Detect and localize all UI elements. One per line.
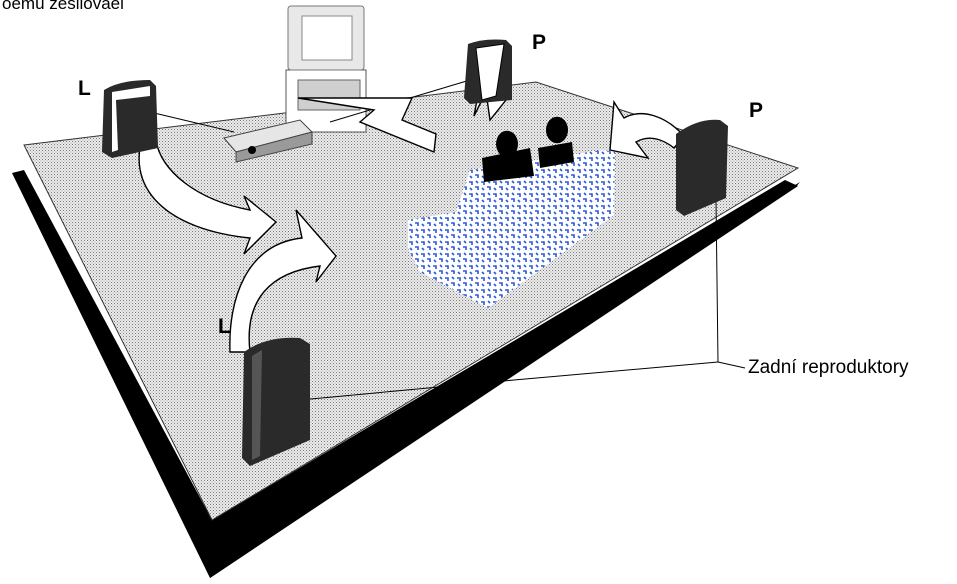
tv-set — [285, 5, 367, 133]
sofa — [408, 150, 615, 308]
top-caption: oemu zesilovaèi — [2, 0, 124, 13]
arrow-rear-left — [229, 209, 337, 353]
speaker-label-rear-right: P — [749, 99, 764, 122]
speaker-rear-right — [676, 119, 728, 216]
amplifier — [223, 119, 313, 163]
speaker-rear-left — [242, 337, 310, 466]
speakers — [102, 39, 728, 466]
speaker-label-rear-left: L — [218, 315, 231, 338]
speaker-label-front-right: P — [532, 31, 547, 54]
speaker-front-right — [464, 39, 512, 104]
viewers — [482, 116, 574, 182]
viewer-left — [482, 130, 534, 182]
rear-speakers-label: Zadní reproduktory — [748, 357, 909, 378]
viewer-right — [538, 116, 574, 168]
arrow-rear-right — [609, 99, 685, 160]
speaker-front-left — [102, 80, 158, 158]
sound-arrows — [138, 49, 685, 353]
arrow-front-left — [138, 124, 278, 255]
speaker-label-front-left: L — [78, 77, 91, 100]
connector-lines — [149, 79, 746, 401]
arrow-center — [297, 97, 437, 153]
